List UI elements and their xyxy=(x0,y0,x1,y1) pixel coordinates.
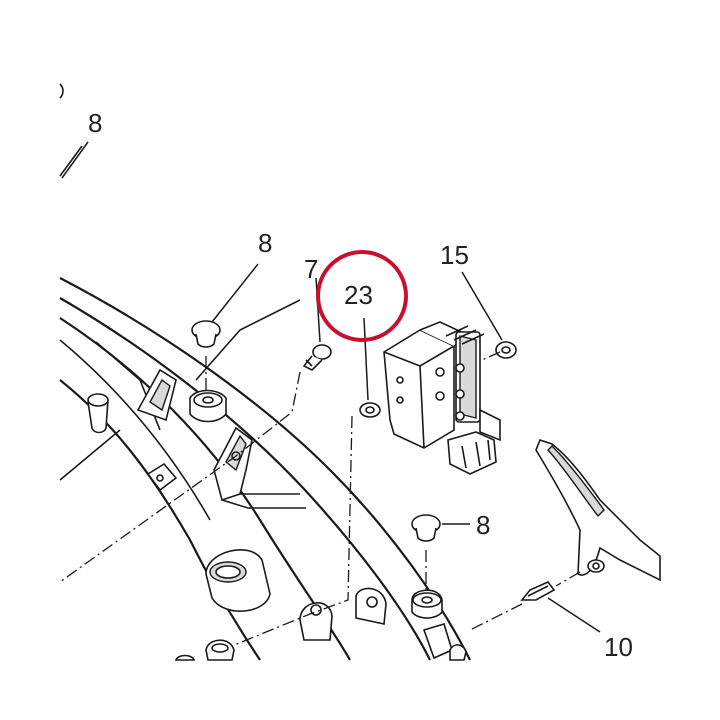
callout-15: 15 xyxy=(440,240,469,270)
callout-8-middle: 8 xyxy=(258,228,272,258)
small-clip xyxy=(146,462,178,492)
rectifier-unit xyxy=(383,321,501,475)
callout-7: 7 xyxy=(304,254,318,284)
leader-lines xyxy=(59,83,601,633)
highlight-circle xyxy=(316,250,408,342)
lower-right-mount xyxy=(411,589,467,661)
lower-tabs xyxy=(174,587,387,661)
center-mount-plate xyxy=(213,426,306,509)
right-side-bracket xyxy=(535,439,661,582)
callout-10: 10 xyxy=(604,632,633,662)
callout-8-top: 8 xyxy=(88,108,102,138)
bushing xyxy=(87,393,109,434)
assembly-centerlines xyxy=(59,351,581,647)
callout-23: 23 xyxy=(344,280,373,310)
upper-bracket xyxy=(136,368,227,423)
fasteners xyxy=(191,320,556,601)
lower-grommet xyxy=(205,549,271,612)
callout-8-bottom: 8 xyxy=(476,510,490,540)
